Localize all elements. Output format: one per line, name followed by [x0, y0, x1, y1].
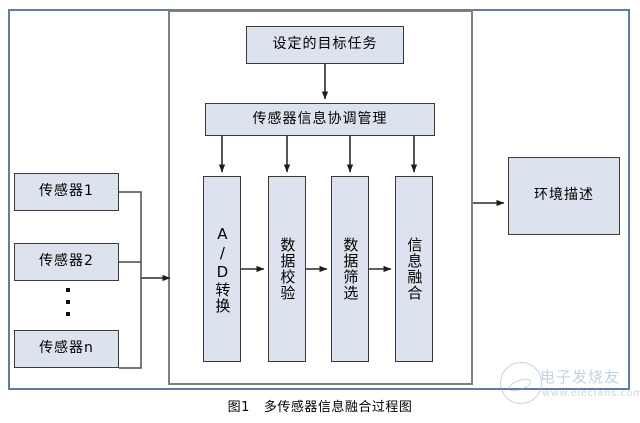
node-sensor-coordination-management[interactable]: 传感器信息协调管理: [205, 103, 435, 136]
ellipsis-dot: [66, 312, 70, 316]
fusion-center-panel-border: [168, 10, 473, 385]
sensor-ellipsis-icon: [60, 288, 76, 316]
watermark-logo-icon: [500, 362, 542, 404]
node-target-task[interactable]: 设定的目标任务: [246, 26, 404, 64]
node-information-fusion[interactable]: 信息融合: [395, 176, 433, 362]
figure-caption-text: 多传感器信息融合过程图: [263, 400, 413, 415]
node-sensor-1[interactable]: 传感器1: [14, 173, 119, 211]
node-sensor-2[interactable]: 传感器2: [14, 243, 119, 281]
ellipsis-dot: [66, 300, 70, 304]
ellipsis-dot: [66, 288, 70, 292]
watermark-brand: 电子发烧友: [540, 368, 621, 386]
figure-caption-number: 图1: [227, 400, 250, 415]
watermark-url: www.elecfans.com: [542, 388, 640, 399]
node-sensor-n[interactable]: 传感器n: [14, 330, 119, 368]
watermark: 电子发烧友 www.elecfans.com: [500, 360, 640, 410]
node-environment-description[interactable]: 环境描述: [508, 157, 620, 235]
node-ad-conversion[interactable]: A/D转换: [203, 176, 241, 362]
figure-caption: 图1 多传感器信息融合过程图: [0, 396, 640, 415]
node-data-filtering[interactable]: 数据筛选: [331, 176, 369, 362]
node-data-verification[interactable]: 数据校验: [268, 176, 306, 362]
